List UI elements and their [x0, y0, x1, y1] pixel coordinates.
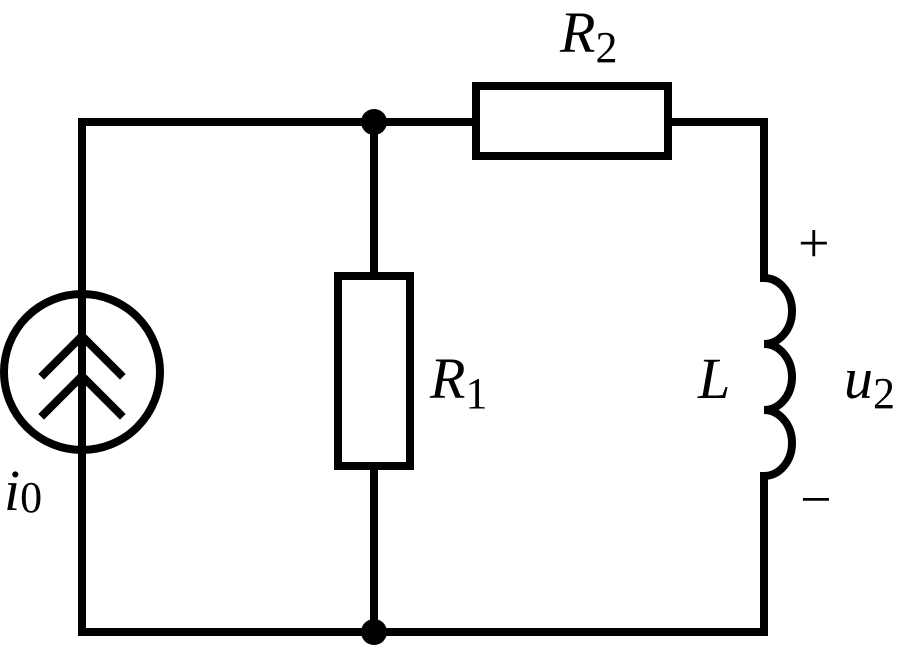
label-r1-main: R [429, 346, 465, 411]
label-r2-sub: 2 [595, 23, 617, 72]
label-u2-main: u [844, 346, 873, 411]
label-r2-main: R [559, 0, 595, 65]
current-source-arrowhead-upper [38, 330, 126, 380]
current-source-arrowhead-lower [38, 370, 126, 420]
label-r1-sub: 1 [465, 369, 487, 418]
resistor-r2 [472, 82, 672, 160]
label-i0-sub: 0 [20, 473, 42, 522]
inductor-l [759, 273, 796, 481]
polarity-plus: + [798, 213, 830, 275]
junction-dot-bottom [361, 619, 387, 645]
polarity-minus: − [800, 469, 832, 531]
label-u2-sub: 2 [873, 369, 895, 418]
label-i0: i0 [4, 458, 42, 523]
wire-top-right [664, 118, 768, 282]
label-r2: R2 [559, 0, 617, 72]
current-source-i0 [0, 290, 164, 454]
label-r1: R1 [429, 346, 487, 418]
wires [78, 118, 768, 636]
label-l: L [697, 346, 730, 411]
label-i0-main: i [4, 458, 20, 523]
label-u2: u2 [844, 346, 895, 418]
junction-dot-top [361, 109, 387, 135]
resistor-r1 [334, 272, 414, 470]
